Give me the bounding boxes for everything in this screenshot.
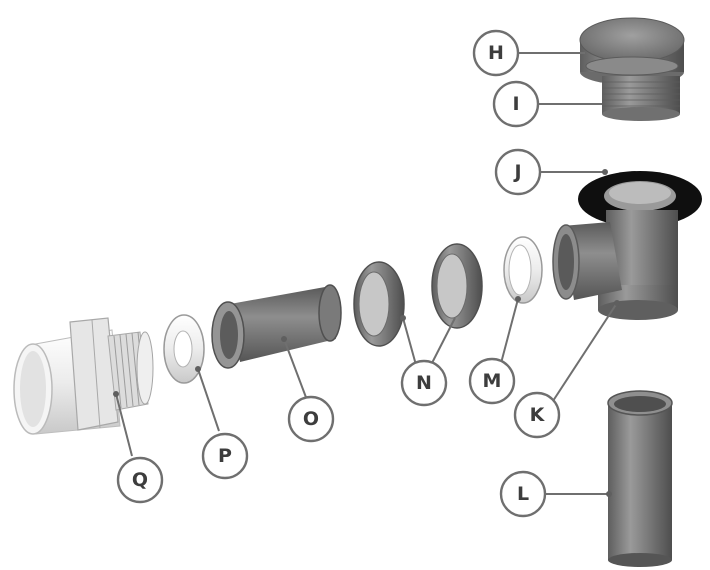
callout-n: N <box>400 359 448 407</box>
callout-m: M <box>468 357 516 405</box>
callout-m-label: M <box>483 370 502 392</box>
part-k-elbow-body <box>552 210 678 320</box>
callout-j-label: J <box>512 161 521 183</box>
callout-o: O <box>287 395 335 443</box>
callout-n-label: N <box>416 372 432 394</box>
callout-i: I <box>492 80 540 128</box>
callout-k-label: K <box>530 404 546 426</box>
part-n-rings <box>353 243 483 347</box>
callout-i-label: I <box>512 93 519 115</box>
callout-q-label: Q <box>132 469 148 491</box>
callout-h-label: H <box>488 42 504 64</box>
part-p-white-washer <box>163 314 205 384</box>
part-m-white-ring <box>503 236 543 304</box>
callout-q: Q <box>116 456 164 504</box>
part-o-tube <box>211 284 342 369</box>
part-l-pipe <box>607 390 673 567</box>
part-h-cap <box>579 17 685 85</box>
callout-j: J <box>494 148 542 196</box>
callout-h: H <box>472 29 520 77</box>
callout-p: P <box>201 432 249 480</box>
callout-l: L <box>499 470 547 518</box>
callout-l-label: L <box>517 483 529 505</box>
callout-p-label: P <box>218 445 232 467</box>
callout-o-label: O <box>303 408 319 430</box>
callout-k: K <box>513 391 561 439</box>
part-q-threaded-adapter <box>13 317 154 435</box>
leader-lines <box>113 52 620 497</box>
part-i-threaded-stem <box>602 76 680 121</box>
